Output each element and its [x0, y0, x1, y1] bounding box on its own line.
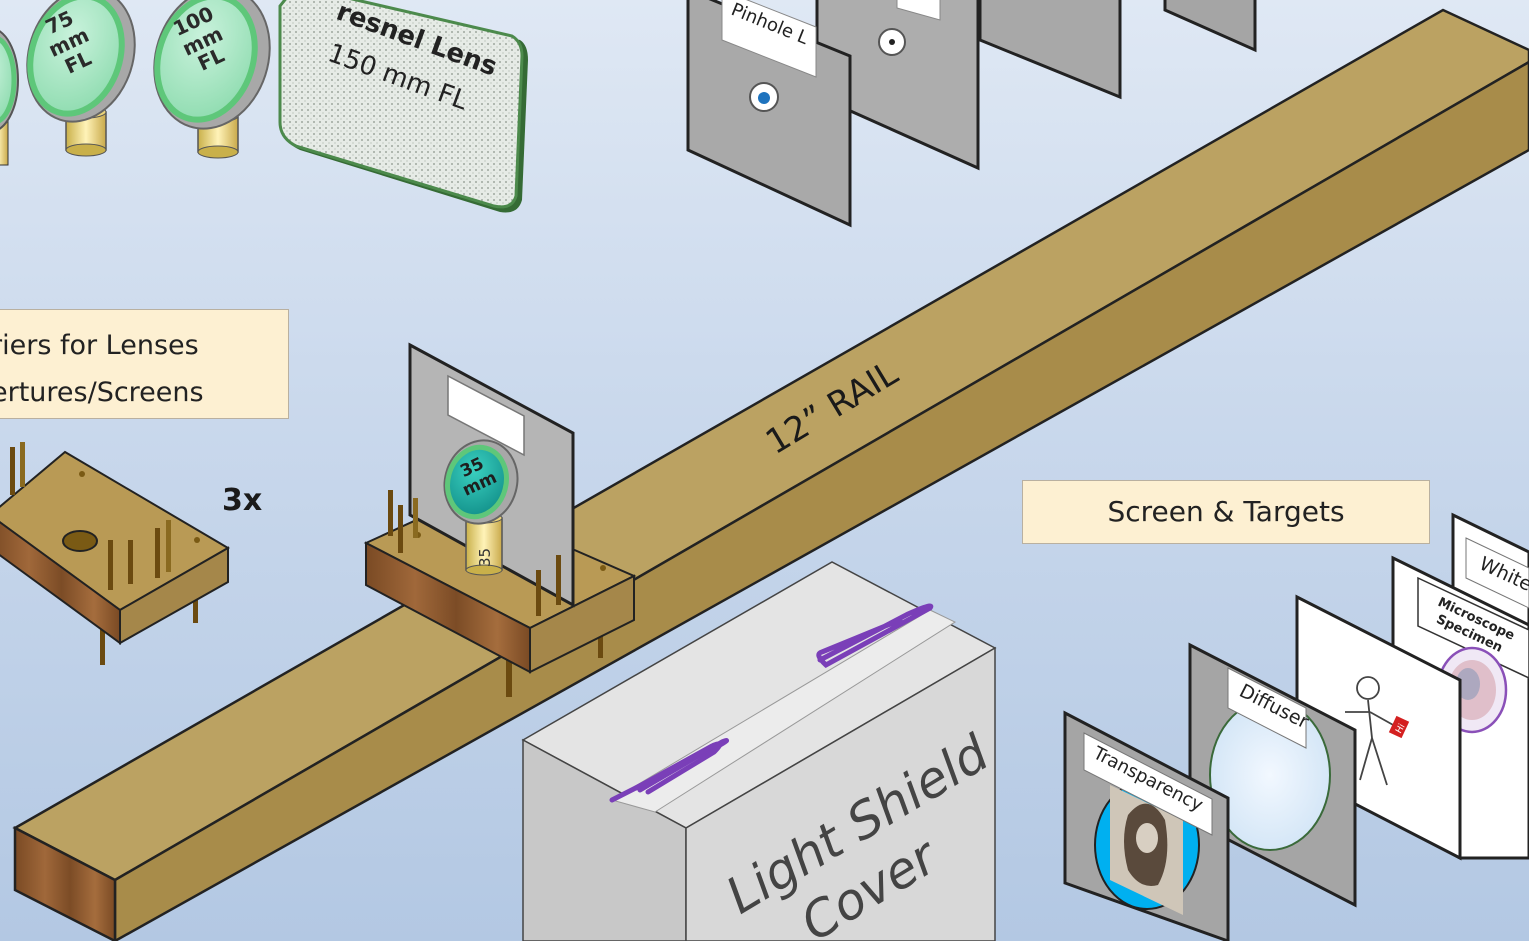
- fresnel-lens: resnel Lens 150 mm FL: [278, 0, 528, 213]
- aperture-plate-back-3: [1163, 0, 1257, 53]
- carrier-hole: [62, 530, 98, 552]
- carrier-block: [0, 442, 230, 665]
- lens-100mm: 100 mm FL: [153, 0, 271, 159]
- stick-figure-head: [1356, 676, 1380, 700]
- lens-post-label: 35: [476, 548, 494, 567]
- paper-clip-2: [816, 603, 934, 669]
- optical-rail: 12” RAIL: [12, 8, 1529, 941]
- aperture-plate-back-1: [815, 0, 980, 171]
- lens-75mm: 75 mm FL: [26, 0, 136, 157]
- lens-partial-left: [0, 30, 19, 166]
- aperture-plate-back-2: [978, 0, 1122, 100]
- screen-targets-callout: Screen & Targets: [1022, 480, 1430, 544]
- stick-figure-badge: [1388, 715, 1410, 739]
- rail-carrier-with-lens: 35 35 mm: [363, 342, 637, 697]
- carrier-quantity: 3x: [222, 483, 262, 518]
- carriers-callout: riers for Lenses ertures/Screens: [0, 309, 289, 419]
- light-shield-cover: Light Shield Cover: [521, 561, 999, 941]
- carriers-callout-line-2: ertures/Screens: [0, 377, 204, 408]
- stick-figure-badge-label: Hi: [1394, 722, 1407, 735]
- target-transparency: Transparency: [1063, 710, 1230, 941]
- target-diffuser: Diffuser: [1188, 642, 1357, 908]
- carriers-callout-line-1: riers for Lenses: [0, 330, 199, 361]
- pinhole-plate-front: Pinhole L: [686, 0, 852, 228]
